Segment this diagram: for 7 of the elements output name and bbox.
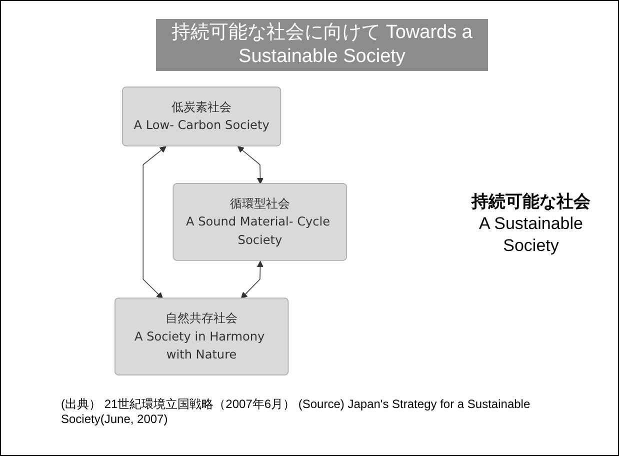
source-caption: (出典） 21世紀環境立国戦略（2007年6月） (Source) Japan's Strategy for a Sustainable Society(June, 2007) — [61, 397, 532, 427]
center-label: A Sustainable Society — [478, 213, 584, 257]
arrow — [238, 146, 264, 184]
center-label: 持続可能な社会 — [470, 191, 592, 213]
title-banner: 持続可能な社会に向けて Towards a Sustainable Society — [156, 19, 488, 71]
arrow — [241, 260, 264, 299]
arrow — [143, 146, 167, 299]
